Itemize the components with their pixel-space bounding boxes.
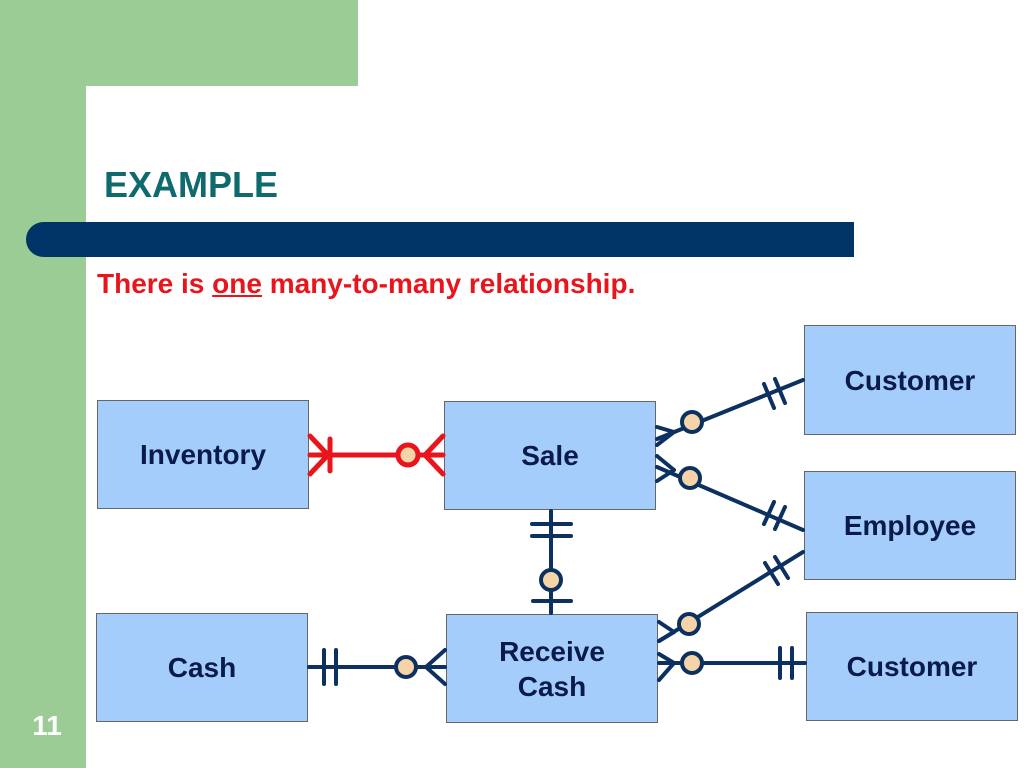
entity-cash[interactable]: Cash [96,613,308,722]
entity-label: Receive Cash [499,635,605,702]
sale-employee-relationship [655,454,805,532]
entity-sale[interactable]: Sale [444,401,656,510]
entity-label: Customer [844,364,976,396]
subtitle-text-before: There is [97,268,213,299]
inventory-sale-relationship [307,433,446,477]
entity-label: Customer [846,651,978,682]
slide-subtitle: There is one many-to-many relationship. [97,268,635,300]
entity-receive-cash[interactable]: Receive Cash [446,614,658,723]
entity-label: Sale [521,440,579,471]
entity-customer-bottom[interactable]: Customer [806,612,1018,721]
green-background-side [0,0,86,768]
title-underline-bar [26,222,854,257]
slide-number: 11 [32,710,62,741]
sale-receive-cash-relationship [530,509,573,615]
entity-label: Inventory [139,439,267,470]
cash-receive-cash-relationship [307,648,447,686]
entity-inventory[interactable]: Inventory [97,400,309,509]
slide-title: EXAMPLE [104,164,279,205]
entity-label: Employee [843,510,977,541]
subtitle-text-after: many-to-many relationship. [261,268,636,299]
receive-cash-employee-relationship [657,550,805,643]
entity-label: Cash [167,652,237,683]
subtitle-emphasis: one [212,268,262,299]
receive-cash-customer-relationship [657,646,807,682]
entity-employee[interactable]: Employee [804,471,1016,580]
entity-customer-top[interactable]: Customer [804,325,1016,435]
sale-customer-relationship [655,377,805,447]
